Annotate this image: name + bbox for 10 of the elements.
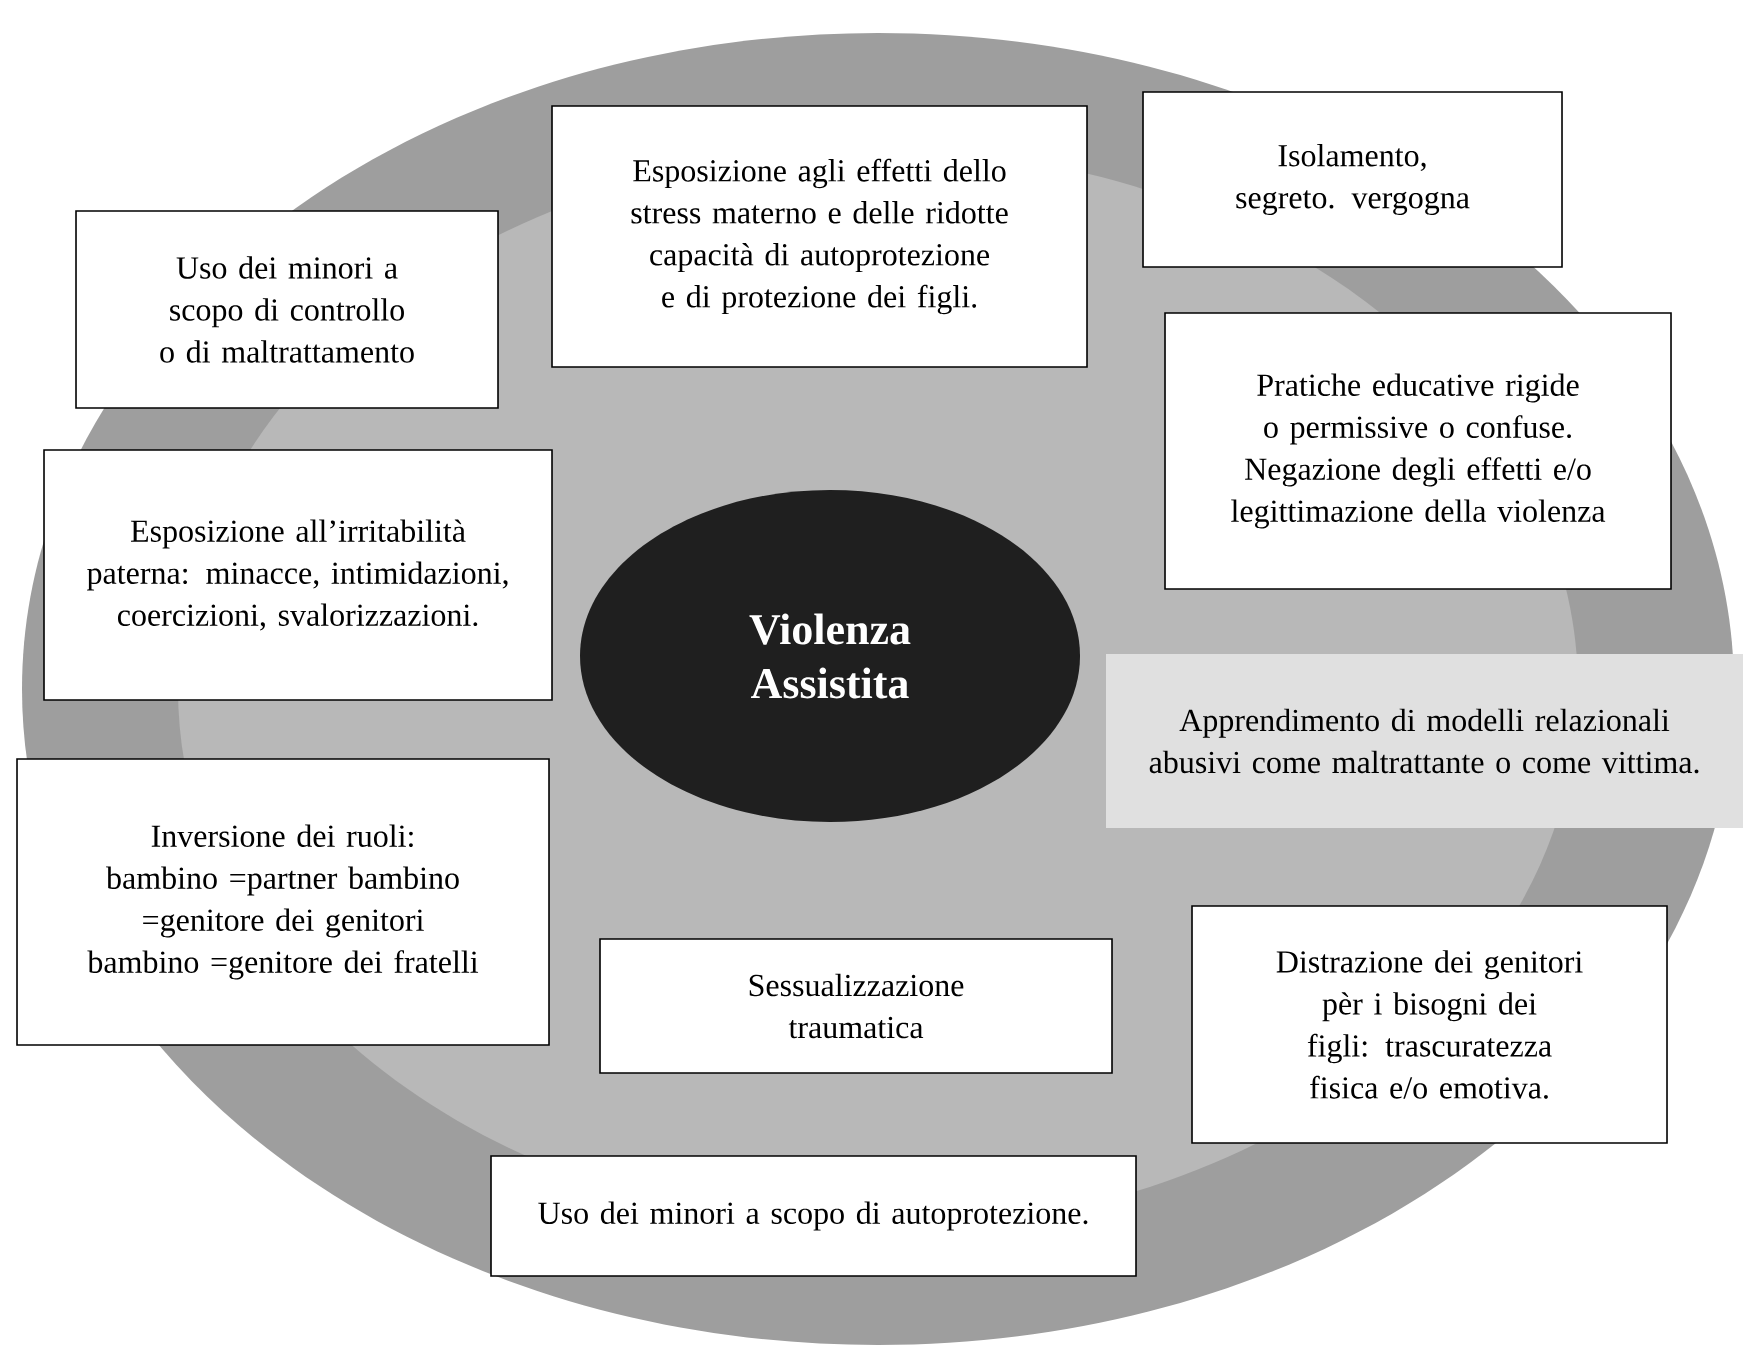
text-box: Esposizione all’irritabilità paterna: minacce, intimidazioni, coercizioni, svalorizzazioni. bbox=[43, 449, 553, 701]
text-band: Apprendimento di modelli relazionali abusivi come maltrattante o come vittima. bbox=[1106, 654, 1743, 828]
text-box: Sessualizzazione traumatica bbox=[599, 938, 1113, 1074]
text-box: Distrazione dei genitori pèr i bisogni dei figli: trascuratezza fisica e/o emotiva. bbox=[1191, 905, 1668, 1144]
text-box: Inversione dei ruoli: bambino =partner bambino =genitore dei genitori bambino =genitore dei fratelli bbox=[16, 758, 550, 1046]
text-box: Uso dei minori a scopo di controllo o di maltrattamento bbox=[75, 210, 499, 409]
text-box: Isolamento, segreto. vergogna bbox=[1142, 91, 1563, 268]
text-box: Uso dei minori a scopo di autoprotezione. bbox=[490, 1155, 1137, 1277]
text-box: Pratiche educative rigide o permissive o confuse. Negazione degli effetti e/o legittimazione della violenza bbox=[1164, 312, 1672, 590]
text-box: Esposizione agli effetti dello stress materno e delle ridotte capacità di autoprotezione e di protezione dei figli. bbox=[551, 105, 1088, 368]
